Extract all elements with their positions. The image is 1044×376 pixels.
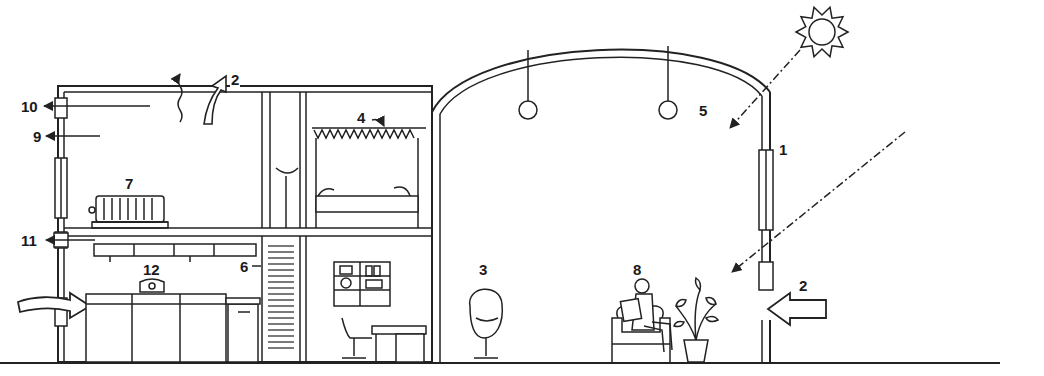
callout-number: 2 (798, 278, 808, 293)
callout-number: 10 (20, 99, 39, 114)
callout-number: 6 (239, 259, 249, 274)
callout-number: 5 (698, 103, 708, 118)
callout-number: 1 (778, 142, 788, 157)
callout-number: 2 (230, 72, 240, 87)
callout-number: 4 (356, 110, 366, 125)
callout-number: 7 (124, 176, 134, 191)
callout-number: 9 (32, 129, 42, 144)
callout-number: 11 (20, 233, 38, 248)
callout-number: 12 (142, 262, 161, 277)
callout-number: 8 (632, 262, 642, 277)
callout-number: 3 (478, 262, 488, 277)
